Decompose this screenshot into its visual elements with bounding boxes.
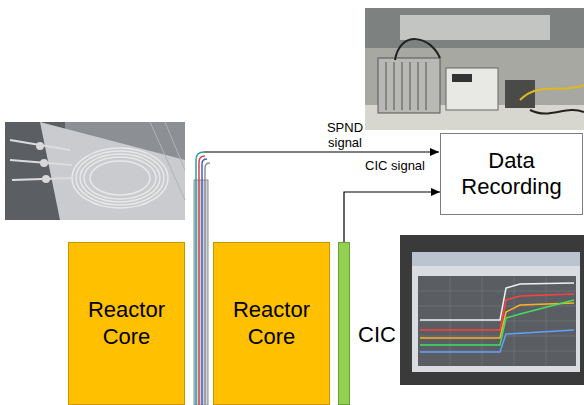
cic-detector: CIC [338, 242, 400, 405]
detector-bar [338, 242, 350, 405]
signal-label: CIC signal [360, 158, 430, 173]
reactor-core-box: Reactor Core [68, 242, 185, 405]
cable-photo [5, 122, 185, 220]
node-text: CIC [358, 322, 396, 348]
equipment-photo [365, 8, 584, 130]
laptop-photo [400, 235, 584, 385]
recorder-box: Data Recording [440, 133, 583, 215]
spnd-signal-wire [204, 151, 439, 152]
signal-label: SPND signal [310, 120, 380, 150]
node-text: Reactor Core [79, 297, 174, 350]
signal-connector [344, 192, 440, 242]
node-text: Data Recording [452, 148, 572, 201]
reactor-core-box: Reactor Core [213, 242, 330, 405]
spnd-assembly [194, 152, 439, 405]
node-text: Reactor Core [224, 297, 319, 350]
